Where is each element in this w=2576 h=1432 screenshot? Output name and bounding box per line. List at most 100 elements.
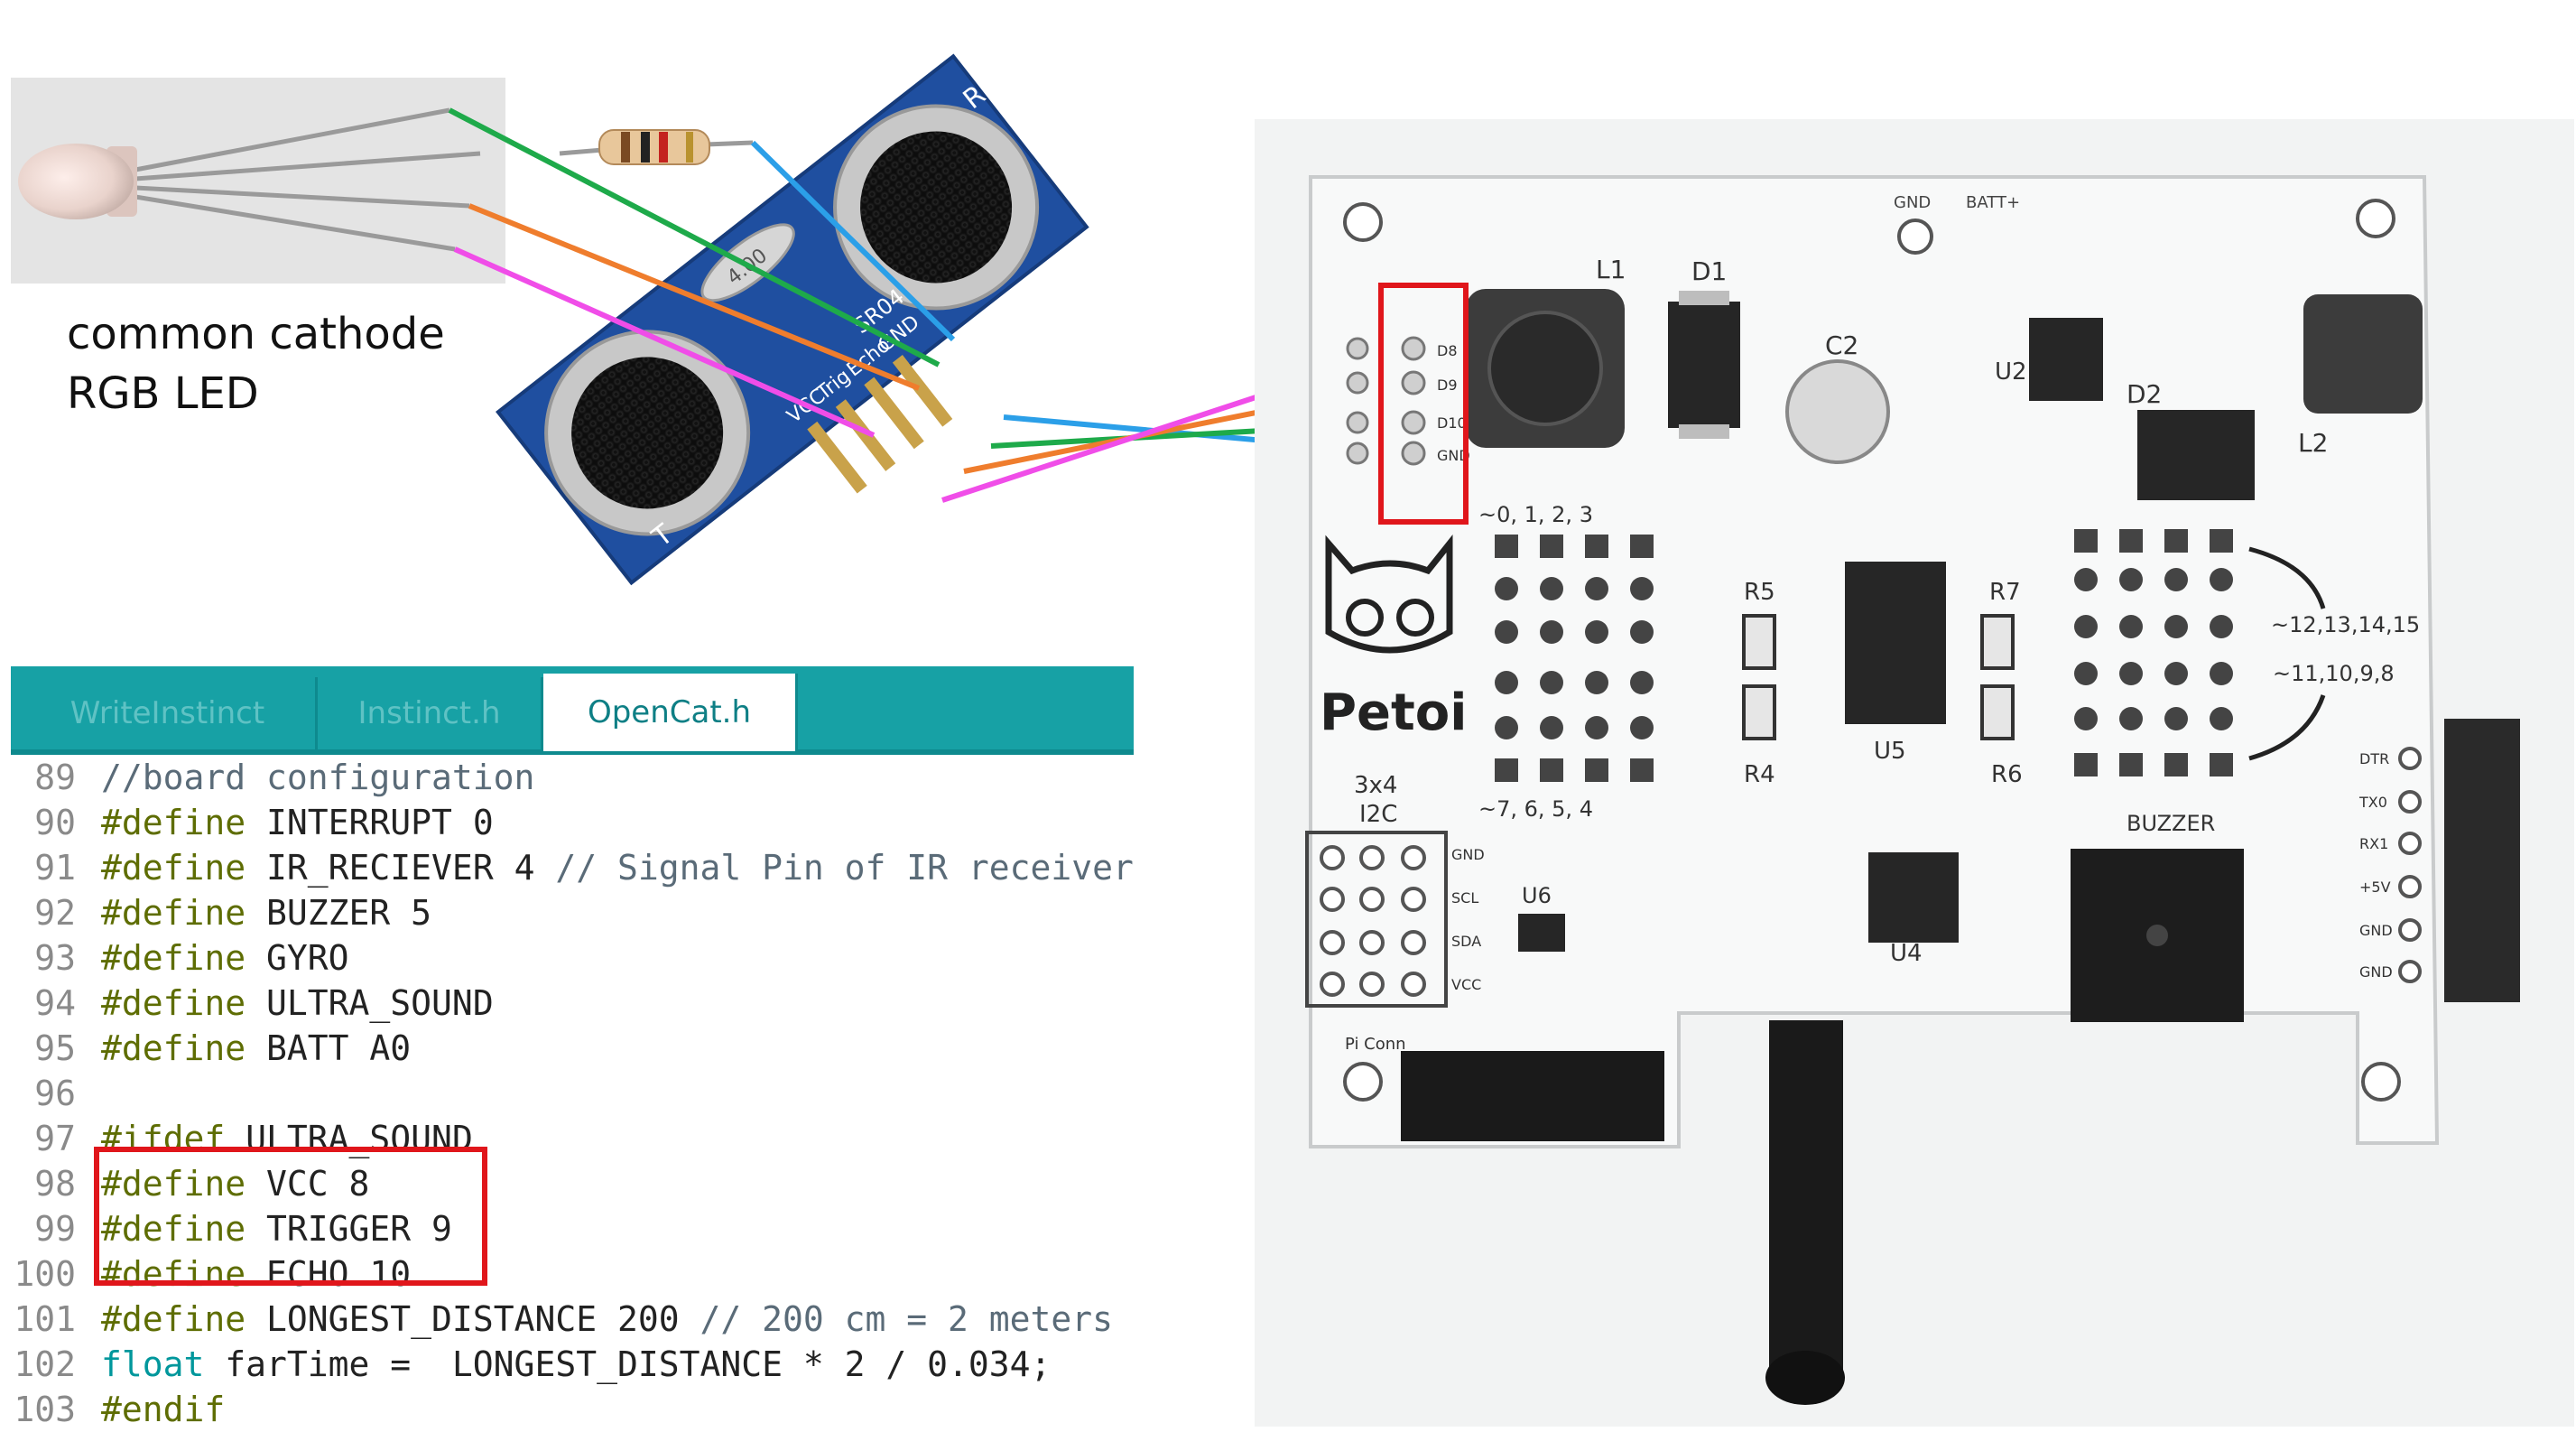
mount-hole-bl bbox=[1343, 1062, 1383, 1102]
line-number: 96 bbox=[34, 1074, 76, 1113]
header-label-d8: D8 bbox=[1437, 342, 1458, 359]
code-token: #define bbox=[101, 848, 246, 888]
code-token: INTERRUPT 0 bbox=[246, 803, 494, 842]
code-text: #define TRIGGER 9 bbox=[101, 1209, 452, 1249]
led-dome bbox=[18, 144, 134, 219]
label-pins-bottom: ~7, 6, 5, 4 bbox=[1478, 796, 1593, 822]
label-servo-a: ~12,13,14,15 bbox=[2271, 612, 2420, 637]
code-line: 92#define BUZZER 5 bbox=[11, 890, 1134, 935]
header-pin-1 bbox=[1401, 336, 1426, 361]
code-token: #define bbox=[101, 803, 246, 842]
mount-hole-tl bbox=[1343, 202, 1383, 242]
nyboard: GND BATT+ L1 D1 C2 U2 L2 D2 bbox=[1255, 119, 2574, 1427]
header-label-d10: D10 bbox=[1437, 414, 1467, 432]
label-i2c-b: I2C bbox=[1359, 801, 1397, 828]
resistor-r7-b bbox=[1980, 684, 2015, 740]
label-servo-b: ~11,10,9,8 bbox=[2273, 661, 2395, 686]
wire-magenta-led bbox=[453, 246, 876, 438]
label-gnd-top: GND bbox=[1894, 193, 1931, 212]
ir-receiver-cable bbox=[1769, 1020, 1843, 1381]
line-number: 89 bbox=[34, 758, 76, 797]
code-text: #define BATT A0 bbox=[101, 1028, 411, 1068]
code-token: #define bbox=[101, 1299, 246, 1339]
line-number: 103 bbox=[14, 1390, 76, 1429]
serial-label-gnd-2: GND bbox=[2359, 963, 2393, 981]
serial-label-tx0: TX0 bbox=[2358, 794, 2387, 811]
serial-label-5v: +5V bbox=[2359, 879, 2391, 896]
editor-tab-bar: WriteInstinct Instinct.h OpenCat.h bbox=[11, 666, 1134, 755]
label-i2c-a: 3x4 bbox=[1354, 772, 1397, 799]
inductor-l1-core bbox=[1487, 311, 1603, 426]
code-text: //board configuration bbox=[101, 758, 534, 797]
label-u2: U2 bbox=[1995, 358, 2027, 386]
label-d1: D1 bbox=[1691, 256, 1727, 286]
header-pin-6 bbox=[1346, 371, 1369, 395]
code-line: 101 #define LONGEST_DISTANCE 200 // 200 c… bbox=[11, 1297, 1134, 1342]
led-lead-1 bbox=[134, 107, 450, 172]
code-token: ECHO 10 bbox=[246, 1254, 412, 1294]
code-line: 89 //board configuration bbox=[11, 755, 1134, 800]
tab-writeinstinct[interactable]: WriteInstinct bbox=[20, 677, 318, 749]
code-token: farTime = LONGEST_DISTANCE * 2 / 0.034; bbox=[204, 1344, 1052, 1384]
code-token: // Signal Pin of IR receiver bbox=[555, 848, 1134, 888]
code-token: #ifdef bbox=[101, 1119, 226, 1158]
petoi-brand: Petoi bbox=[1320, 683, 1467, 742]
label-i2c-vcc: VCC bbox=[1451, 976, 1481, 993]
resistor-band-1 bbox=[621, 132, 630, 163]
resistor bbox=[559, 129, 754, 165]
code-text: #endif bbox=[101, 1390, 225, 1429]
code-token: #define bbox=[101, 1254, 246, 1294]
tab-opencat-h[interactable]: OpenCat.h bbox=[543, 674, 798, 751]
header-pin-5 bbox=[1346, 337, 1369, 360]
transducer-r-mesh bbox=[860, 131, 1013, 284]
code-token: GYRO bbox=[246, 938, 349, 978]
chip-u4 bbox=[1868, 852, 1959, 943]
line-number: 93 bbox=[34, 938, 76, 978]
i2c-pins bbox=[1320, 845, 1426, 997]
label-c2: C2 bbox=[1825, 330, 1858, 360]
line-number: 90 bbox=[34, 803, 76, 842]
cat-eye-left-icon bbox=[1346, 599, 1384, 637]
caption-line-1: common cathode bbox=[67, 309, 445, 359]
code-text: #define GYRO bbox=[101, 938, 349, 978]
servo-arrow-bottom-icon bbox=[2248, 694, 2326, 761]
wire-blue-resistor bbox=[750, 140, 956, 342]
resistor-r5-b bbox=[1742, 684, 1776, 740]
code-token: #endif bbox=[101, 1390, 226, 1429]
code-line: 102 float farTime = LONGEST_DISTANCE * 2 … bbox=[11, 1342, 1134, 1387]
line-number: 102 bbox=[14, 1344, 76, 1384]
servo-arrow-top-icon bbox=[2248, 546, 2326, 609]
line-number: 101 bbox=[14, 1299, 76, 1339]
resistor-lead-left bbox=[559, 147, 604, 156]
label-r5: R5 bbox=[1744, 579, 1775, 606]
sensor-pin-3 bbox=[864, 377, 924, 450]
label-r6: R6 bbox=[1991, 761, 2023, 788]
code-token: #define bbox=[101, 983, 246, 1023]
serial-label-rx1: RX1 bbox=[2359, 835, 2388, 852]
code-area[interactable]: 89 //board configuration 90 #define INTERRU… bbox=[11, 755, 1134, 1432]
ir-receiver-head bbox=[1765, 1351, 1845, 1405]
header-pin-4 bbox=[1401, 441, 1426, 466]
code-token: ULTRA_SOUND bbox=[246, 983, 494, 1023]
code-text: #define ECHO 10 bbox=[101, 1254, 411, 1294]
code-line: 103 #endif bbox=[11, 1387, 1134, 1432]
line-number: 95 bbox=[34, 1028, 76, 1068]
code-token: // 200 cm = 2 meters bbox=[700, 1299, 1114, 1339]
code-token: VCC 8 bbox=[246, 1164, 370, 1204]
led-lead-4 bbox=[134, 194, 456, 252]
code-line: 95 #define BATT A0 bbox=[11, 1026, 1134, 1071]
line-number: 91 bbox=[34, 848, 76, 888]
label-u4: U4 bbox=[1890, 940, 1923, 967]
code-token: LONGEST_DISTANCE 200 bbox=[246, 1299, 700, 1339]
code-token: TRIGGER 9 bbox=[246, 1209, 452, 1249]
label-i2c-gnd: GND bbox=[1451, 846, 1485, 863]
ultrasonic-sensor: 4.00 T R SR04 VCC Trig Echo GND bbox=[496, 53, 1089, 586]
code-token: float bbox=[101, 1344, 205, 1384]
code-token: #define bbox=[101, 938, 246, 978]
header-pin-2 bbox=[1401, 370, 1426, 395]
code-line: 94#define ULTRA_SOUND bbox=[11, 981, 1134, 1026]
line-number: 99 bbox=[34, 1209, 76, 1249]
servo-pins-left bbox=[1495, 535, 1654, 782]
tab-instinct-h[interactable]: Instinct.h bbox=[318, 677, 543, 749]
label-pi-conn: Pi Conn bbox=[1345, 1035, 1406, 1054]
